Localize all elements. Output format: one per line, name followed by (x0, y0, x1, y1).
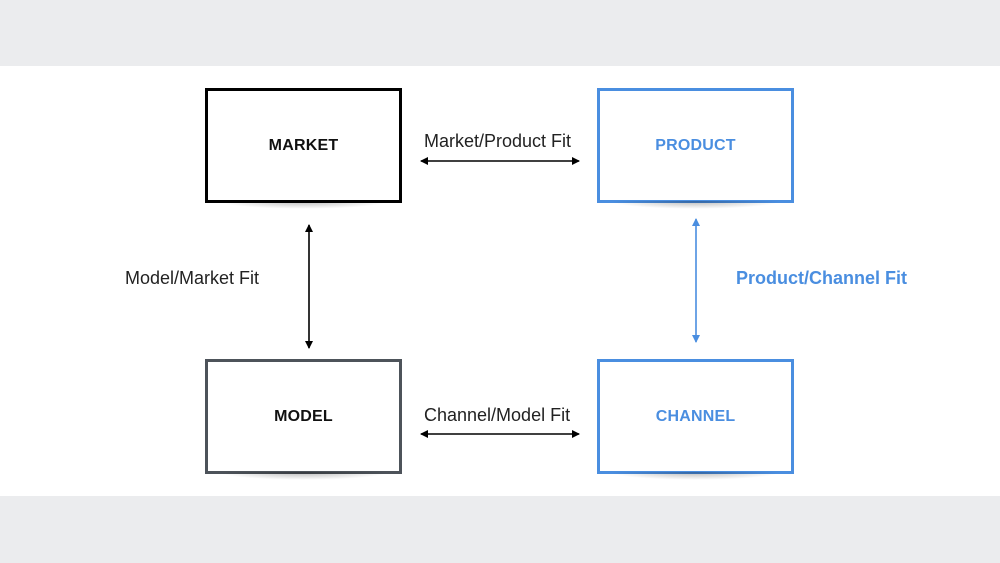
product-channel-fit-label: Product/Channel Fit (736, 268, 907, 288)
market-label: MARKET (268, 136, 339, 154)
channel-box: CHANNEL (597, 359, 794, 480)
market-box: MARKET (205, 88, 402, 209)
model-market-fit-label: Model/Market Fit (125, 268, 260, 288)
diagram-canvas: MARKET PRODUCT MODEL CHANNEL Market/Prod… (0, 66, 1000, 496)
market-product-fit-label: Market/Product Fit (424, 131, 572, 151)
channel-model-fit-label: Channel/Model Fit (424, 405, 571, 425)
connector-arrows (305, 157, 700, 438)
product-label: PRODUCT (655, 136, 736, 154)
model-label: MODEL (274, 407, 333, 425)
product-box: PRODUCT (597, 88, 794, 209)
channel-label: CHANNEL (655, 407, 736, 425)
model-box: MODEL (205, 359, 402, 480)
